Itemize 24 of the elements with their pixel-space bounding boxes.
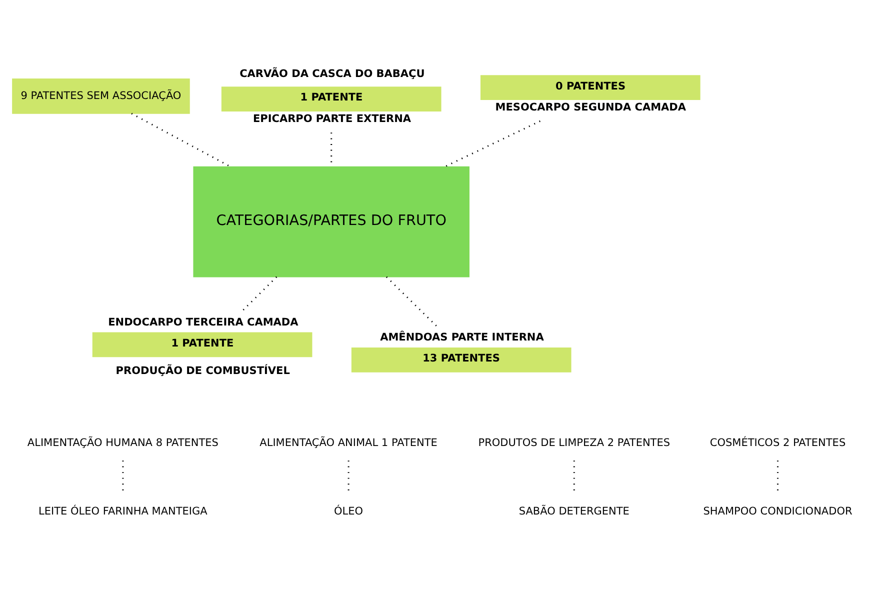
node-label: AMÊNDOAS PARTE INTERNA [380,332,544,344]
node-text: SABÃO DETERGENTE [518,506,630,518]
node-label: EPICARPO PARTE EXTERNA [252,112,412,125]
connector [242,276,278,312]
node-box: 13 PATENTES [351,348,572,372]
node-text: SHAMPOO CONDICIONADOR [703,506,852,518]
node-label: PRODUÇÃO DE COMBUSTÍVEL [116,365,290,378]
node-box: 0 PATENTES [480,75,700,100]
node-text: ÓLEO [334,506,364,518]
node-box: CATEGORIAS/PARTES DO FRUTO [193,166,470,278]
node-box: 1 PATENTE [221,86,442,112]
node-text: COSMÉTICOS 2 PATENTES [710,436,846,449]
node-box: 1 PATENTE [92,332,312,358]
node-label: CARVÃO DA CASCA DO BABAÇU [240,68,425,80]
node-box: 9 PATENTES SEM ASSOCIAÇÃO [12,78,190,114]
node-text: PRODUTOS DE LIMPEZA 2 PATENTES [478,436,670,449]
node-text: ALIMENTAÇÃO ANIMAL 1 PATENTE [260,436,438,449]
node-label: ENDOCARPO TERCEIRA CAMADA [108,316,298,328]
connector [444,120,540,168]
node-text: LEITE ÓLEO FARINHA MANTEIGA [38,506,208,518]
connector [386,276,438,327]
node-text: ALIMENTAÇÃO HUMANA 8 PATENTES [27,436,218,449]
connector [131,112,231,168]
node-label: MESOCARPO SEGUNDA CAMADA [495,101,686,114]
